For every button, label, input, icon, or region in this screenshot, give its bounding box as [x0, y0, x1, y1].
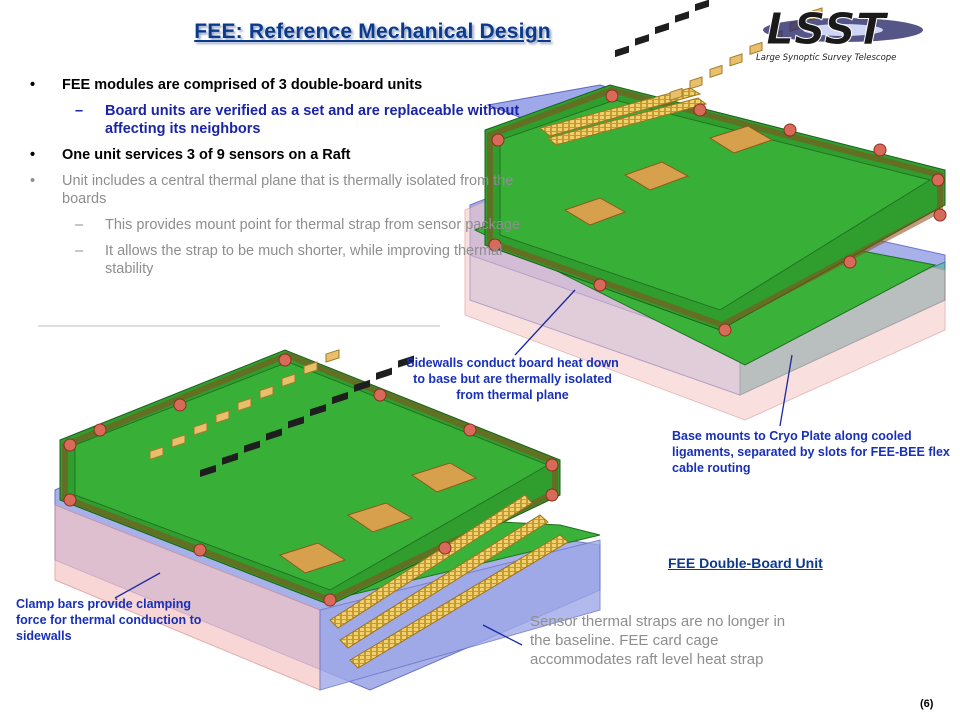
lsst-logo: LSST Large Synoptic Survey Telescope — [748, 0, 953, 68]
sensor-straps-leader — [482, 624, 523, 646]
page-number: (6) — [920, 698, 934, 710]
slide-title: FEE: Reference Mechanical Design — [194, 20, 551, 43]
bullet-unit-services: One unit services 3 of 9 sensors on a Ra… — [25, 146, 545, 164]
lower-board-unit — [54, 349, 601, 691]
clamp-bars-leader — [114, 572, 161, 599]
sub-bullet-shorter-strap: It allows the strap to be much shorter, … — [25, 242, 545, 278]
sub-bullet-verified: Board units are verified as a set and ar… — [25, 102, 545, 138]
bullet-thermal-plane: Unit includes a central thermal plane th… — [25, 172, 545, 208]
sidewalls-leader — [514, 289, 576, 356]
figure-caption: FEE Double-Board Unit — [668, 555, 823, 571]
lsst-logo-icon: LSST Large Synoptic Survey Telescope — [756, 4, 923, 63]
callout-base-mounts: Base mounts to Cryo Plate along cooled l… — [672, 429, 950, 475]
bullet-modules: FEE modules are comprised of 3 double-bo… — [25, 76, 545, 94]
logo-tagline: Large Synoptic Survey Telescope — [756, 53, 896, 63]
base-mounts-leader — [779, 354, 793, 427]
bullet-list: FEE modules are comprised of 3 double-bo… — [25, 76, 545, 286]
callout-sidewalls: Sidewalls conduct board heat down to bas… — [406, 356, 619, 402]
callout-sensor-straps: Sensor thermal straps are no longer in t… — [530, 613, 786, 668]
callout-clamp-bars: Clamp bars provide clamping force for th… — [16, 597, 202, 643]
logo-wordmark: LSST — [766, 4, 889, 55]
sub-bullet-mount-point: This provides mount point for thermal st… — [25, 216, 545, 234]
